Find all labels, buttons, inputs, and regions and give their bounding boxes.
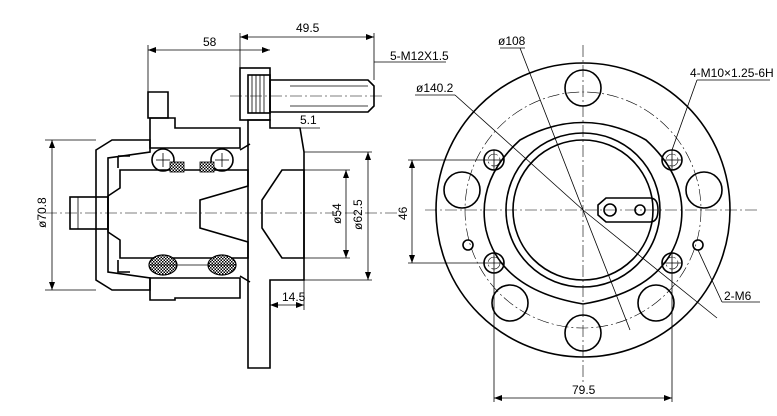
seal-lip-right	[239, 143, 251, 283]
pilot-inner	[512, 139, 654, 281]
dim-62-5: ø62.5	[351, 199, 365, 230]
outer-ring-lower	[149, 277, 241, 301]
dim-79-5: 79.5	[572, 383, 596, 397]
front-view: ø108 ø140.2 4-M10×1.25-6H 46 2-M6 79.5	[396, 34, 774, 402]
bearing-balls-upper	[151, 148, 234, 173]
pilot-outer	[505, 132, 661, 288]
dim-58: 58	[203, 35, 217, 49]
dust-cap	[95, 139, 151, 291]
dim-46: 46	[396, 206, 410, 220]
seal-lip-lower	[117, 260, 130, 273]
dim-54: ø54	[330, 203, 344, 224]
section-view: 58 49.5 5-M12X1.5 5.1 ø70.8 ø54 ø62.5 14…	[35, 21, 449, 369]
sensor-stub	[69, 196, 109, 230]
m6-hole-right	[692, 239, 704, 251]
flange-outline	[435, 62, 731, 358]
inner-lobes	[483, 121, 683, 305]
dimension-lines-left	[45, 33, 446, 310]
dimension-lines-right	[408, 47, 770, 402]
pitch-circle	[464, 91, 702, 329]
hub-bore	[261, 169, 305, 259]
dim-2-m6: 2-M6	[724, 289, 752, 303]
sensor-tab	[597, 197, 659, 223]
dim-140-2: ø140.2	[416, 81, 454, 95]
mount-boss-upper	[147, 91, 169, 119]
seal-lip-upper	[117, 155, 130, 168]
m6-hole-left	[462, 239, 474, 251]
dim-70-8: ø70.8	[35, 197, 49, 228]
bearing-balls-lower	[148, 254, 237, 276]
dim-49-5: 49.5	[296, 21, 320, 35]
dim-5-1: 5.1	[300, 113, 317, 127]
wheel-flange	[247, 119, 305, 369]
dim-14-5: 14.5	[282, 290, 306, 304]
dim-4-m10: 4-M10×1.25-6H	[690, 66, 774, 80]
hub-spindle	[107, 169, 249, 259]
wheel-stud	[230, 67, 385, 121]
dim-stud-thread: 5-M12X1.5	[390, 49, 449, 63]
outer-ring-upper	[149, 117, 241, 149]
dim-108: ø108	[498, 34, 526, 48]
